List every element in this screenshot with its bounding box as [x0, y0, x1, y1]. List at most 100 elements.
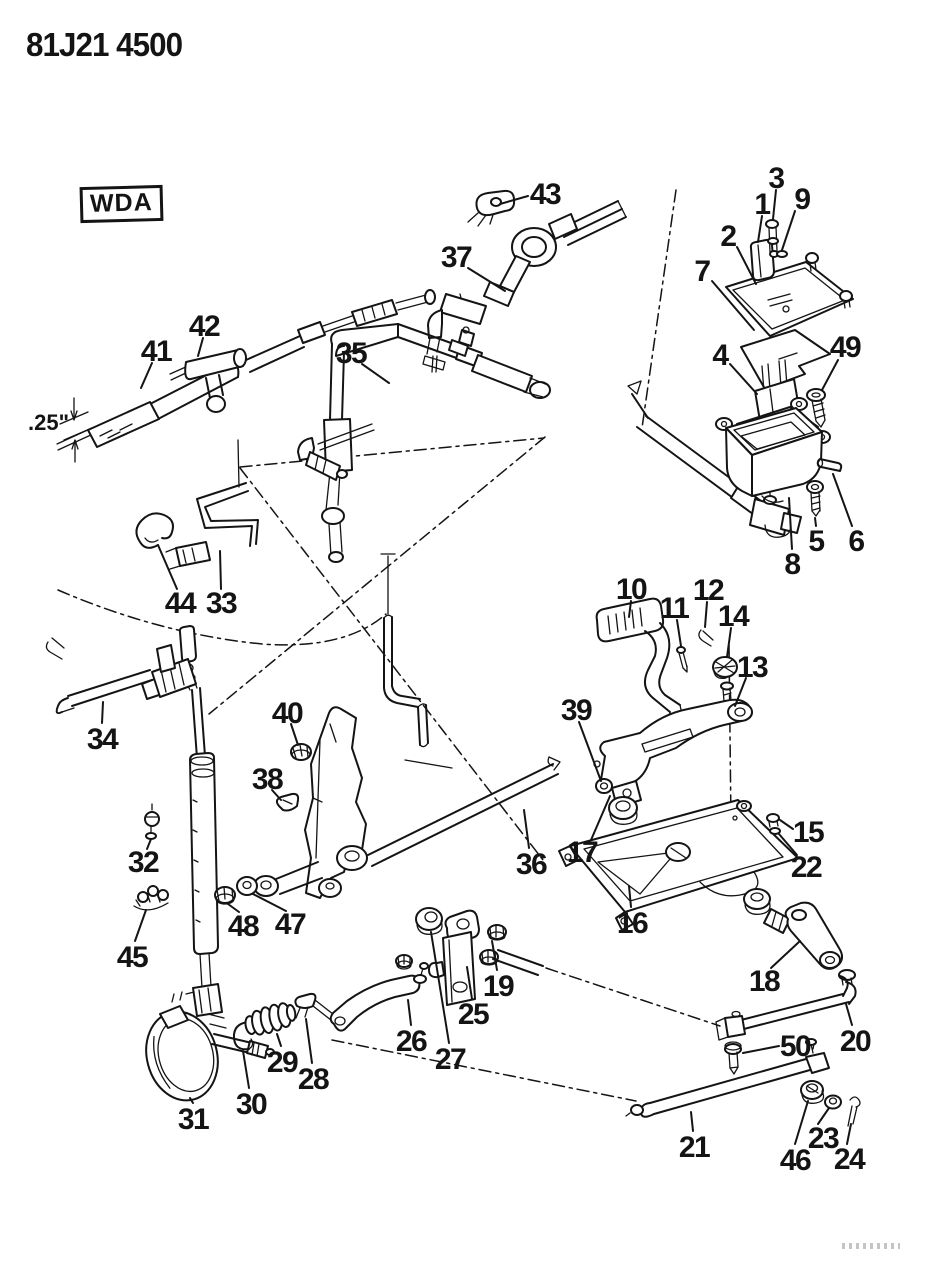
callout-40-leader — [290, 723, 299, 746]
callout-48: 48 — [228, 910, 259, 943]
callout-21: 21 — [679, 1131, 710, 1164]
callout-37-leader — [467, 267, 506, 292]
washer-47 — [236, 876, 258, 896]
bracket-25 — [428, 909, 480, 1006]
callout-32-leader — [146, 838, 152, 850]
callout-21-leader — [690, 1111, 694, 1132]
callout-12-leader — [704, 601, 708, 628]
rod-36 — [365, 756, 561, 867]
callout-33: 33 — [206, 587, 237, 620]
rod-21 — [625, 1038, 830, 1118]
cable-35 — [297, 323, 551, 563]
rod-20 — [715, 975, 857, 1041]
callout-36-leader — [523, 809, 530, 849]
callout-20-leader — [845, 1003, 853, 1026]
callout-43-leader — [499, 195, 529, 205]
callout-37: 37 — [441, 241, 472, 274]
grommet-27 — [415, 907, 443, 935]
callout-29-leader — [276, 1033, 282, 1047]
callout-47-leader — [252, 893, 287, 912]
callout-28-leader — [305, 1018, 313, 1064]
washer-46 — [800, 1080, 825, 1104]
cotter-pin-24 — [847, 1096, 861, 1127]
callout-16-leader — [628, 885, 632, 908]
callout-32: 32 — [128, 846, 159, 879]
callout-41-leader — [140, 362, 153, 389]
callout-9: 9 — [794, 183, 810, 216]
callout-31-leader — [189, 1097, 194, 1104]
bellows-29 — [244, 1002, 297, 1036]
grommet-14 — [712, 656, 738, 680]
callout-4-leader — [729, 363, 758, 395]
callout-24: 24 — [834, 1143, 866, 1176]
callout-49: 49 — [830, 331, 861, 364]
dimension-marks: .25" — [28, 397, 93, 463]
knob-1 — [749, 238, 775, 282]
callout-39-leader — [578, 721, 602, 782]
callout-16: 16 — [617, 907, 648, 940]
callout-34: 34 — [87, 723, 119, 756]
screw-11 — [676, 646, 688, 673]
callout-38-leader — [271, 789, 282, 801]
callout-41: 41 — [141, 335, 172, 368]
callout-13: 13 — [737, 651, 768, 684]
nuts-19 — [479, 924, 544, 976]
callout-17-leader — [590, 795, 611, 841]
callout-18-leader — [770, 940, 801, 969]
plate-7 — [740, 329, 831, 390]
callout-14-leader — [726, 627, 732, 658]
plate-16 — [558, 799, 799, 931]
callout-4: 4 — [712, 339, 729, 372]
bracket-arm-13 — [593, 698, 753, 808]
callout-15-leader — [779, 819, 794, 830]
callout-23-leader — [817, 1107, 830, 1125]
callout-6: 6 — [848, 525, 864, 558]
callout-33-leader — [219, 550, 222, 590]
callout-24-leader — [846, 1123, 852, 1145]
link-18 — [763, 901, 856, 986]
callout-23: 23 — [808, 1122, 839, 1155]
callout-26-leader — [407, 999, 412, 1026]
screw-49 — [806, 388, 826, 428]
callout-5-leader — [814, 517, 817, 527]
callout-22-leader — [778, 833, 798, 856]
callout-15: 15 — [793, 816, 824, 849]
callout-2: 2 — [720, 220, 736, 253]
screw-5 — [806, 480, 824, 517]
callout-30-leader — [242, 1050, 250, 1089]
callout-6-leader — [832, 473, 853, 527]
washer-23 — [824, 1094, 842, 1110]
callout-46: 46 — [780, 1144, 811, 1177]
callout-26: 26 — [396, 1025, 427, 1058]
clip-38 — [275, 792, 300, 812]
screw-50 — [724, 1041, 742, 1075]
pin-6 — [816, 458, 843, 472]
clip-12 — [698, 629, 714, 647]
callout-42-leader — [197, 337, 204, 357]
clip-43 — [467, 189, 516, 227]
callout-13-leader — [734, 677, 747, 707]
callout-8-leader — [788, 497, 793, 550]
ball-stud-32 — [144, 803, 160, 840]
print-artifact — [842, 1243, 900, 1249]
callout-40: 40 — [272, 697, 303, 730]
callout-20: 20 — [840, 1025, 871, 1058]
dimension-label: .25" — [28, 410, 69, 435]
callout-5: 5 — [808, 525, 824, 558]
callout-45: 45 — [117, 941, 148, 974]
callout-42: 42 — [189, 310, 220, 343]
callout-22: 22 — [791, 851, 822, 884]
callout-11-leader — [676, 619, 682, 647]
callout-7-leader — [711, 280, 755, 331]
callout-46-leader — [794, 1100, 809, 1145]
callout-35-leader — [361, 363, 390, 384]
part-number: 81J21 4500 — [26, 26, 183, 63]
callout-25-leader — [466, 966, 473, 1000]
callout-11: 11 — [660, 592, 690, 625]
callout-45-leader — [134, 909, 147, 942]
shift-tube — [383, 614, 453, 769]
callout-50-leader — [742, 1045, 780, 1054]
plate-2 — [725, 252, 854, 337]
